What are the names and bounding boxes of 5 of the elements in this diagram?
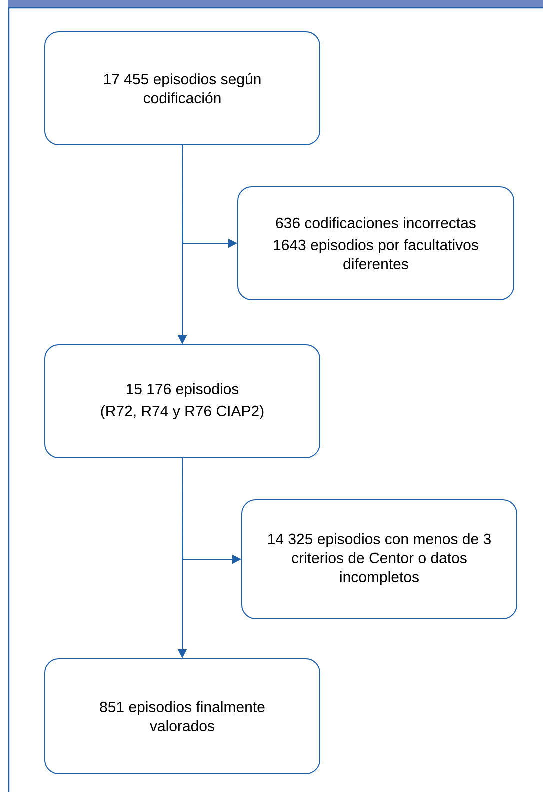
- process-box: 17 455 episodios según codificación: [44, 32, 320, 146]
- process-box: 636 codificaciones incorrectas 1643 episodios por facultativos diferentes: [238, 186, 514, 300]
- process-box: 15 176 episodios (R72, R74 y R76 CIAP2): [44, 344, 320, 458]
- process-box: 851 episodios finalmente valorados: [44, 658, 320, 774]
- process-box: 14 325 episodios con menos de 3 criterios de Centor o datos incompletos: [242, 500, 518, 620]
